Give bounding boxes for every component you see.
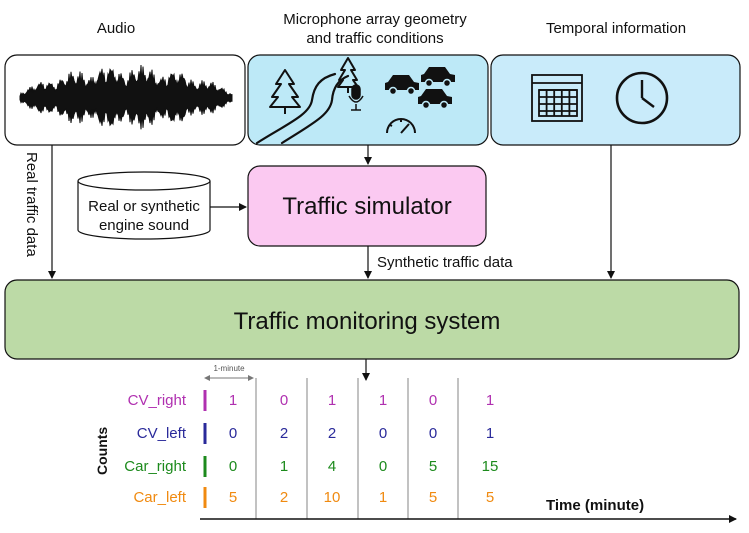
geometry-header-line1: Microphone array geometry xyxy=(283,11,467,28)
count-cell: 5 xyxy=(229,489,237,506)
count-cell: 4 xyxy=(328,458,336,475)
count-cell: 0 xyxy=(229,458,237,475)
table-grid xyxy=(255,378,459,519)
minute-label: 1-minute xyxy=(213,364,245,373)
clock-icon xyxy=(615,71,669,125)
count-cell: 1 xyxy=(379,392,387,409)
speedometer-icon xyxy=(386,118,416,134)
tree-icon xyxy=(337,57,359,93)
count-cell: 1 xyxy=(486,425,494,442)
tree-icon xyxy=(269,69,301,114)
count-cell: 0 xyxy=(429,392,437,409)
engine-sound-database: Real or synthetic engine sound xyxy=(77,171,211,240)
car-icon xyxy=(385,75,419,96)
temporal-header: Temporal information xyxy=(546,20,686,37)
row-label: CV_left xyxy=(137,425,187,442)
count-cell: 5 xyxy=(486,489,494,506)
count-cell: 1 xyxy=(328,392,336,409)
counts-label: Counts xyxy=(94,427,110,475)
simulator-box: Traffic simulator xyxy=(247,165,487,247)
count-cell: 5 xyxy=(429,458,437,475)
count-cell: 2 xyxy=(328,425,336,442)
count-cell: 1 xyxy=(379,489,387,506)
monitoring-box: Traffic monitoring system xyxy=(4,279,740,360)
count-cell: 1 xyxy=(229,392,237,409)
audio-header: Audio xyxy=(97,20,135,37)
temporal-box xyxy=(490,54,741,146)
audio-box xyxy=(4,54,246,146)
simulator-label: Traffic simulator xyxy=(282,193,451,220)
row-label: Car_right xyxy=(124,458,187,475)
monitoring-label: Traffic monitoring system xyxy=(234,308,501,335)
geometry-box xyxy=(247,54,489,146)
car-icon xyxy=(418,89,452,110)
count-cell: 2 xyxy=(280,425,288,442)
synthetic-traffic-label: Synthetic traffic data xyxy=(377,254,513,271)
microphone-icon xyxy=(348,84,364,111)
count-cell: 2 xyxy=(280,489,288,506)
count-cell: 10 xyxy=(324,489,341,506)
row-label: Car_left xyxy=(133,489,186,506)
count-cell: 5 xyxy=(429,489,437,506)
time-axis-label: Time (minute) xyxy=(546,497,644,514)
waveform-icon xyxy=(19,64,233,130)
count-cell: 0 xyxy=(429,425,437,442)
real-traffic-label: Real traffic data xyxy=(23,152,40,257)
engine-sound-label-line1: Real or synthetic xyxy=(88,198,200,215)
geometry-header-line2: and traffic conditions xyxy=(306,30,443,47)
count-cell: 1 xyxy=(280,458,288,475)
count-cell: 0 xyxy=(229,425,237,442)
count-cell: 0 xyxy=(379,425,387,442)
calendar-icon xyxy=(531,74,583,122)
count-cell: 0 xyxy=(280,392,288,409)
row-label: CV_right xyxy=(128,392,187,409)
engine-sound-label-line2: engine sound xyxy=(99,217,189,234)
count-cell: 0 xyxy=(379,458,387,475)
count-cell: 15 xyxy=(482,458,499,475)
car-icon xyxy=(421,67,455,88)
count-cell: 1 xyxy=(486,392,494,409)
